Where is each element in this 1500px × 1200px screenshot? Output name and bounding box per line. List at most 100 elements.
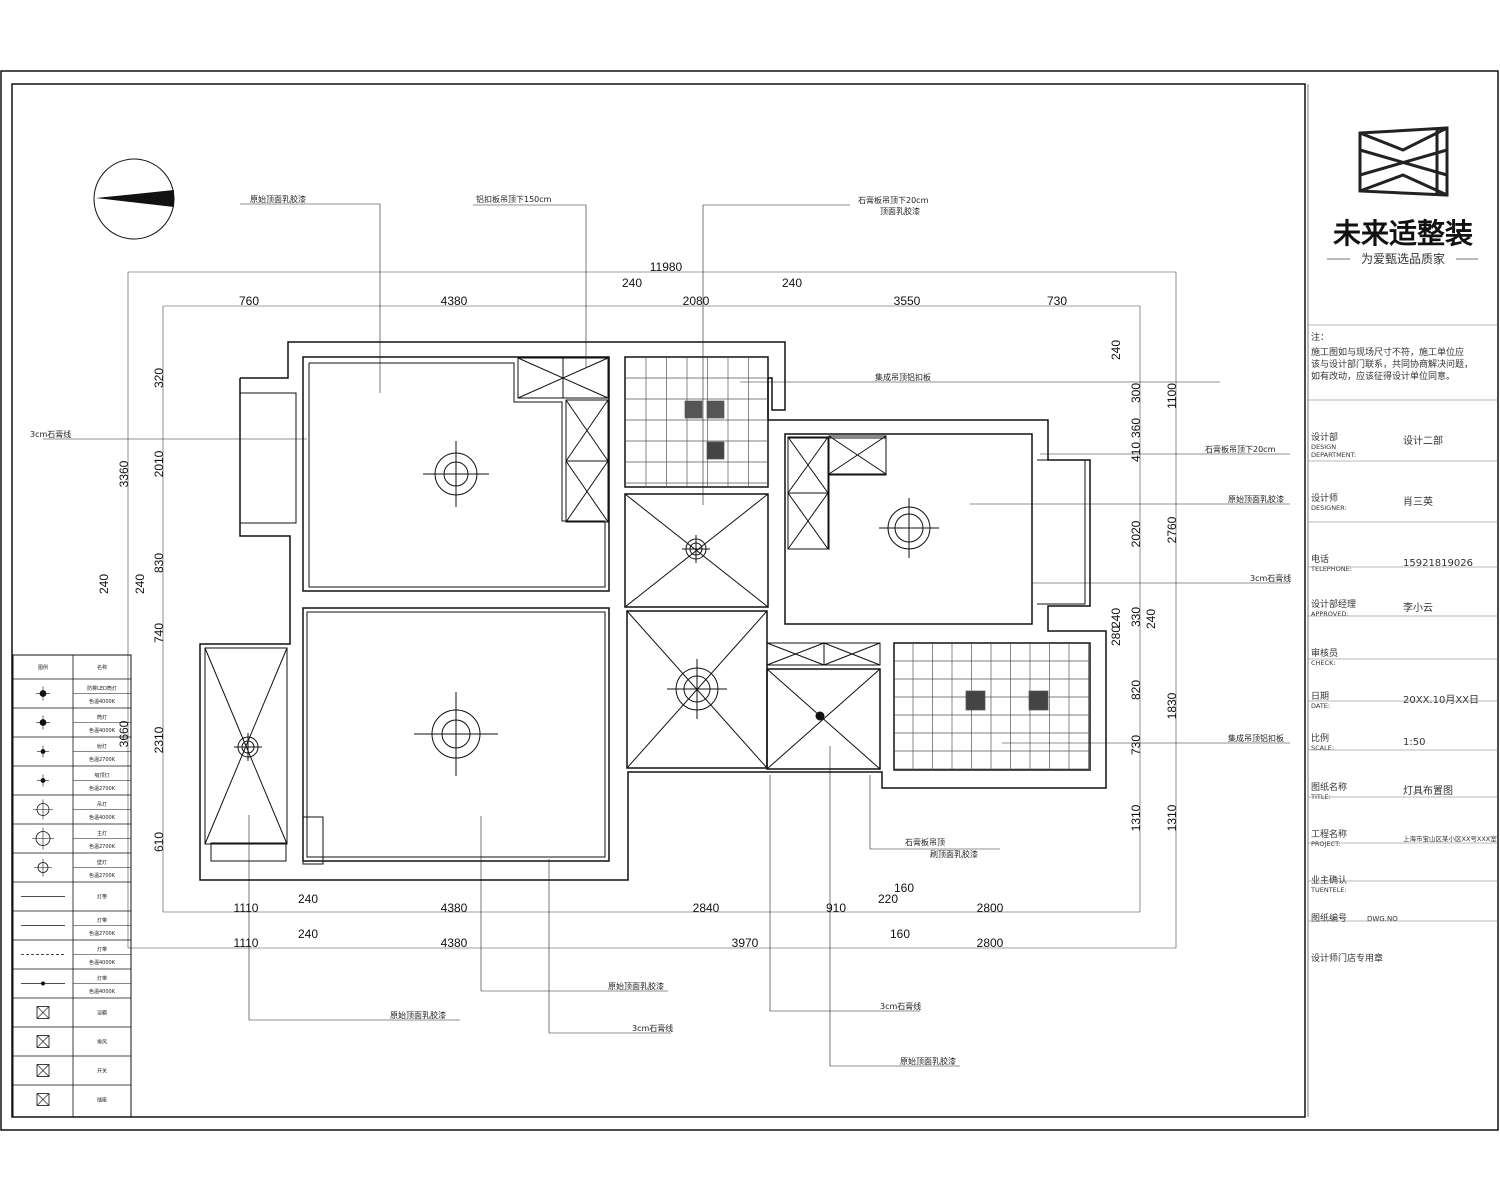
- legend-item-spec: 色温2700K: [89, 843, 116, 850]
- dim-bottom-1: 910: [826, 901, 846, 915]
- dim-left: 320: [152, 368, 166, 388]
- notice-label: 注：: [1311, 331, 1329, 343]
- hallway: [624, 493, 881, 770]
- legend-item-spec: 色温2700K: [89, 872, 116, 879]
- legend-item-spec: 色温2700K: [89, 785, 116, 792]
- annotation-notes: 原始顶面乳胶漆 铝扣板吊顶下150cm 石膏板吊顶下20cm 顶面乳胶漆 3cm…: [30, 194, 1291, 1066]
- title-row-value: 1:50: [1403, 737, 1425, 748]
- legend-item-spec: 色温2700K: [89, 756, 116, 763]
- dim-bottom-2: 2800: [977, 936, 1004, 950]
- dim-bottom-1: 240: [298, 892, 318, 906]
- legend-item-name: 排风: [97, 1039, 107, 1046]
- dim-right: 2020: [1129, 520, 1143, 547]
- title-row-label-en: DEPARTMENT:: [1311, 451, 1356, 459]
- brand-slogan: 为爱甄选品质家: [1361, 251, 1445, 266]
- title-row-label: 电话: [1311, 553, 1329, 565]
- brand-logo: [1358, 126, 1449, 197]
- title-row-value: 15921819026: [1403, 558, 1473, 569]
- dim-left-overall-2: 3660: [117, 720, 131, 747]
- title-row-label: 设计部: [1311, 431, 1338, 443]
- dim-right: 1100: [1165, 383, 1179, 409]
- dim-bottom-2: 4380: [441, 936, 468, 950]
- legend-item-name: 开关: [97, 1068, 107, 1075]
- dim-right: 280: [1109, 626, 1123, 646]
- legend-item-spec: 色温2700K: [89, 930, 116, 937]
- title-row-label: 设计师门店专用章: [1311, 952, 1383, 964]
- title-row-label: 业主确认: [1311, 874, 1347, 886]
- dim-right: 240: [1144, 609, 1158, 629]
- note-left1: 3cm石膏线: [30, 429, 71, 439]
- note-right2: 原始顶面乳胶漆: [1228, 494, 1284, 504]
- dim-right: 820: [1129, 680, 1143, 700]
- note-kitchen: 集成吊顶铝扣板: [875, 372, 931, 382]
- legend-item-name: 筒灯: [97, 714, 107, 721]
- dim-left: 610: [152, 832, 166, 852]
- note-top2: 铝扣板吊顶下150cm: [476, 194, 552, 204]
- legend-table: 图例名称防雾LED筒灯色温4000K筒灯色温4000K射灯色温2700K吸顶灯色…: [12, 654, 132, 1118]
- title-row-value: 肖三英: [1403, 495, 1433, 508]
- note-top3a: 石膏板吊顶下20cm: [858, 195, 929, 205]
- walls: [199, 341, 1107, 881]
- dim-top-4380: 4380: [441, 294, 468, 308]
- title-row-label-en: DESIGN: [1311, 443, 1336, 451]
- room-living: [302, 607, 610, 862]
- inner-frame: [11, 83, 1306, 1118]
- room-bedroom-1: [302, 356, 610, 592]
- dim-bottom-2: 240: [298, 927, 318, 941]
- notice-text: 施工图如与现场尺寸不符，施工单位应: [1311, 346, 1464, 358]
- room-bathroom: [893, 642, 1091, 771]
- title-row-label: 设计部经理: [1311, 598, 1356, 610]
- note-bottom4: 3cm石膏线: [880, 1001, 921, 1011]
- dim-right: 240: [1109, 608, 1123, 628]
- title-row-label-en: DATE:: [1311, 702, 1330, 710]
- dim-top-wall-2: 240: [782, 276, 802, 290]
- legend-header-symbol: 图例: [38, 664, 48, 671]
- dim-left: 2010: [152, 450, 166, 477]
- dim-bottom-1: 160: [894, 881, 914, 895]
- dim-top-760: 760: [239, 294, 259, 308]
- title-row-value: 设计二部: [1403, 434, 1443, 447]
- dim-right: 330: [1129, 607, 1143, 627]
- dim-left: 2310: [152, 726, 166, 753]
- legend-device-icon: [36, 1064, 50, 1077]
- legend-item-name: 灯带: [97, 946, 107, 953]
- legend-device-icon: [36, 1035, 50, 1048]
- title-row-label: 设计师: [1311, 492, 1338, 504]
- title-block: 注：施工图如与现场尺寸不符，施工单位应该与设计部门联系，共同协商解决问题，如有改…: [1308, 324, 1498, 964]
- title-row-label: 图纸名称: [1311, 781, 1347, 793]
- title-row-label-en: TUENTELE:: [1310, 886, 1347, 894]
- note-top1: 原始顶面乳胶漆: [250, 194, 306, 204]
- legend-item-spec: 色温4000K: [89, 988, 116, 995]
- dim-left-wall: 240: [97, 574, 111, 594]
- title-row-value: 灯具布置图: [1403, 785, 1453, 797]
- dimension-labels: 11980 760 4380 2080 3550 730 240 240 336…: [97, 260, 1179, 950]
- outer-frame: [0, 70, 1499, 1131]
- dim-bottom-1: 1110: [234, 901, 259, 915]
- note-bottom3: 3cm石膏线: [632, 1023, 673, 1033]
- dim-right: 360: [1129, 418, 1143, 438]
- dim-top-wall-1: 240: [622, 276, 642, 290]
- dim-right: 410: [1129, 442, 1143, 462]
- dim-left-wall: 240: [133, 574, 147, 594]
- title-row-value: 上海市宝山区某小区XX号XXX室: [1403, 834, 1497, 843]
- legend-header-name: 名称: [97, 664, 107, 671]
- legend-item-name: 吸顶灯: [94, 772, 109, 779]
- legend-item-name: 主灯: [97, 830, 107, 837]
- title-row-label-en: APPROVED:: [1311, 610, 1349, 618]
- dim-top-730: 730: [1047, 294, 1067, 308]
- legend-item-name: 灯带: [97, 894, 107, 901]
- title-row-value: 20XX.10月XX日: [1403, 694, 1479, 706]
- note-right1: 石膏板吊顶下20cm: [1205, 444, 1276, 454]
- legend-item-spec: 色温4000K: [89, 959, 116, 966]
- legend-item-name: 灯带: [97, 975, 107, 982]
- dim-bottom-2: 160: [890, 927, 910, 941]
- legend-item-spec: 色温4000K: [89, 727, 116, 734]
- dim-bottom-1: 4380: [441, 901, 468, 915]
- note-top3b: 顶面乳胶漆: [880, 206, 920, 216]
- title-row-value: DWG.NO: [1367, 915, 1398, 923]
- title-row-label: 比例: [1311, 732, 1329, 744]
- note-right4: 集成吊顶铝扣板: [1228, 733, 1284, 743]
- dim-left: 830: [152, 553, 166, 573]
- leader-lines: [43, 203, 1290, 1067]
- dim-right: 1310: [1165, 804, 1179, 831]
